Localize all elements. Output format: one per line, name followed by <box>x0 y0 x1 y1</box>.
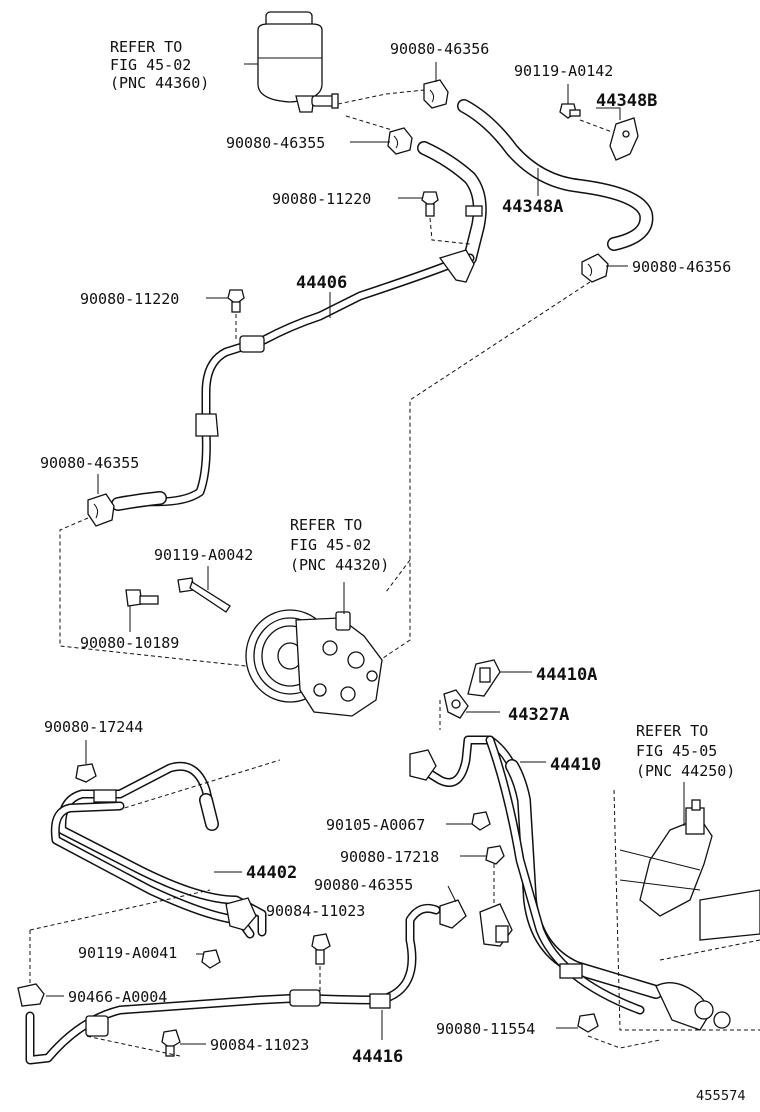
reservoir-icon <box>257 11 339 113</box>
bolt-bottom-right-icon <box>577 1013 599 1033</box>
pump-bolt-1-icon <box>177 577 231 613</box>
union-icon <box>467 659 501 697</box>
label-pump-bolt-2: 90080-10189 <box>80 634 179 652</box>
label-clamp-lower: 90080-46355 <box>314 876 413 894</box>
label-pressure-tube: 44410 <box>550 755 601 775</box>
label-bolt-mid: 90105-A0067 <box>326 816 425 834</box>
label-clamp-reservoir: 90080-46355 <box>226 134 325 152</box>
clamp-top-icon <box>423 79 449 109</box>
label-bolt-lower-mid: 90084-11023 <box>266 902 365 920</box>
bolt-mid-icon <box>471 811 491 831</box>
bracket-lower-icon <box>479 903 513 947</box>
pump-ref-line-1: REFER TO <box>290 516 362 534</box>
clamp-left-icon <box>87 493 115 527</box>
gear-ref-line-2: FIG 45-05 <box>636 742 717 760</box>
gear-ref-line-3: (PNC 44250) <box>636 762 735 780</box>
pump-bolt-2-icon <box>125 589 159 607</box>
pump-ref-line-3: (PNC 44320) <box>290 556 389 574</box>
label-gasket: 44327A <box>508 705 569 725</box>
nut-left-icon <box>75 763 97 783</box>
label-tube-44406: 44406 <box>296 273 347 293</box>
bolt-top-right-icon <box>559 103 581 119</box>
pump-icon <box>245 609 383 717</box>
label-bolt-upper: 90080-11220 <box>272 190 371 208</box>
label-clamp-left: 90080-46355 <box>40 454 139 472</box>
diagram-id: 455574 <box>696 1089 746 1104</box>
bolt-bottom-icon <box>161 1029 181 1057</box>
hose-44416-icon <box>25 899 467 1065</box>
label-clip: 90466-A0004 <box>68 988 167 1006</box>
label-bracket: 44348B <box>596 91 657 111</box>
gear-ref-line-1: REFER TO <box>636 722 708 740</box>
clamp-reservoir-icon <box>387 127 413 155</box>
label-tube-44402: 44402 <box>246 863 297 883</box>
bracket-icon <box>609 117 639 161</box>
bolt-upper-icon <box>421 191 439 217</box>
label-bolt-left: 90080-11220 <box>80 290 179 308</box>
clip-icon <box>17 983 45 1007</box>
bolt-left-icon <box>227 289 245 313</box>
label-clamp-right: 90080-46356 <box>632 258 731 276</box>
bolt-lower-left-icon <box>201 949 221 969</box>
gasket-icon <box>443 689 469 719</box>
label-union: 44410A <box>536 665 597 685</box>
label-return-hose: 44348A <box>502 197 563 217</box>
pressure-tube-icon <box>409 735 663 1015</box>
tube-44406-icon <box>111 141 487 511</box>
label-bolt-lower-left: 90119-A0041 <box>78 944 177 962</box>
reservoir-ref-line-3: (PNC 44360) <box>110 74 209 92</box>
label-bolt-top-right: 90119-A0142 <box>514 62 613 80</box>
return-hose-icon <box>457 99 654 251</box>
tube-44402-icon <box>50 761 267 939</box>
reservoir-ref-line-2: FIG 45-02 <box>110 56 191 74</box>
steering-gear-icon <box>619 799 760 1031</box>
nut-mid-icon <box>485 845 505 865</box>
label-bolt-bottom-right: 90080-11554 <box>436 1020 535 1038</box>
label-clamp-top: 90080-46356 <box>390 40 489 58</box>
pump-ref-line-2: FIG 45-02 <box>290 536 371 554</box>
label-nut-left: 90080-17244 <box>44 718 143 736</box>
reservoir-ref-line-1: REFER TO <box>110 38 182 56</box>
label-hose-44416: 44416 <box>352 1047 403 1067</box>
bolt-lower-mid-icon <box>311 933 331 965</box>
label-pump-bolt-1: 90119-A0042 <box>154 546 253 564</box>
label-nut-mid: 90080-17218 <box>340 848 439 866</box>
label-bolt-bottom: 90084-11023 <box>210 1036 309 1054</box>
clamp-right-icon <box>581 253 609 283</box>
